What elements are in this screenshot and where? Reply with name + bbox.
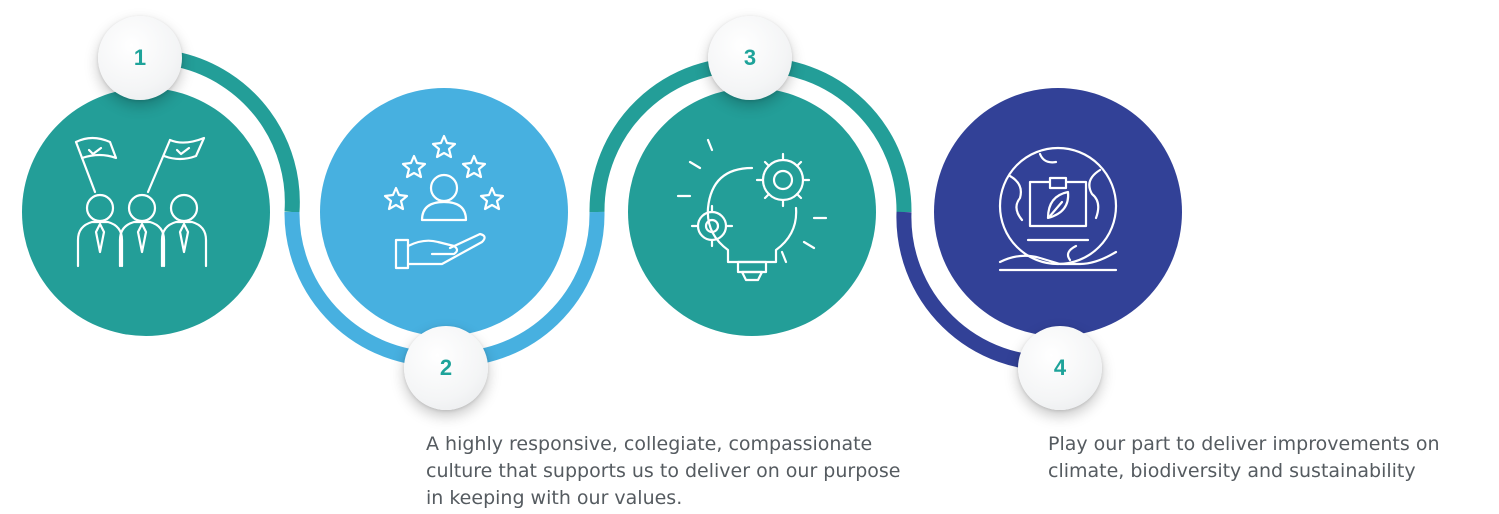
step-1-circle [22,88,270,336]
connector-arc-1 [178,52,300,213]
lightbulb-gears-icon [676,138,828,282]
team-with-flags-icon [74,136,208,268]
globe-computer-leaf-icon [998,146,1118,272]
step-3-number-badge: 3 [708,16,792,100]
step-1-number-badge: 1 [98,16,182,100]
step-2-caption: A highly responsive, collegiate, compass… [426,433,901,509]
step-3-circle [628,88,876,336]
stars-person-hand-icon [383,134,505,270]
step-2-number-badge: 2 [404,326,488,410]
step-2-circle [320,88,568,336]
step-4-caption: Play our part to deliver improvements on… [1048,433,1440,482]
step-4-number-badge: 4 [1018,326,1102,410]
